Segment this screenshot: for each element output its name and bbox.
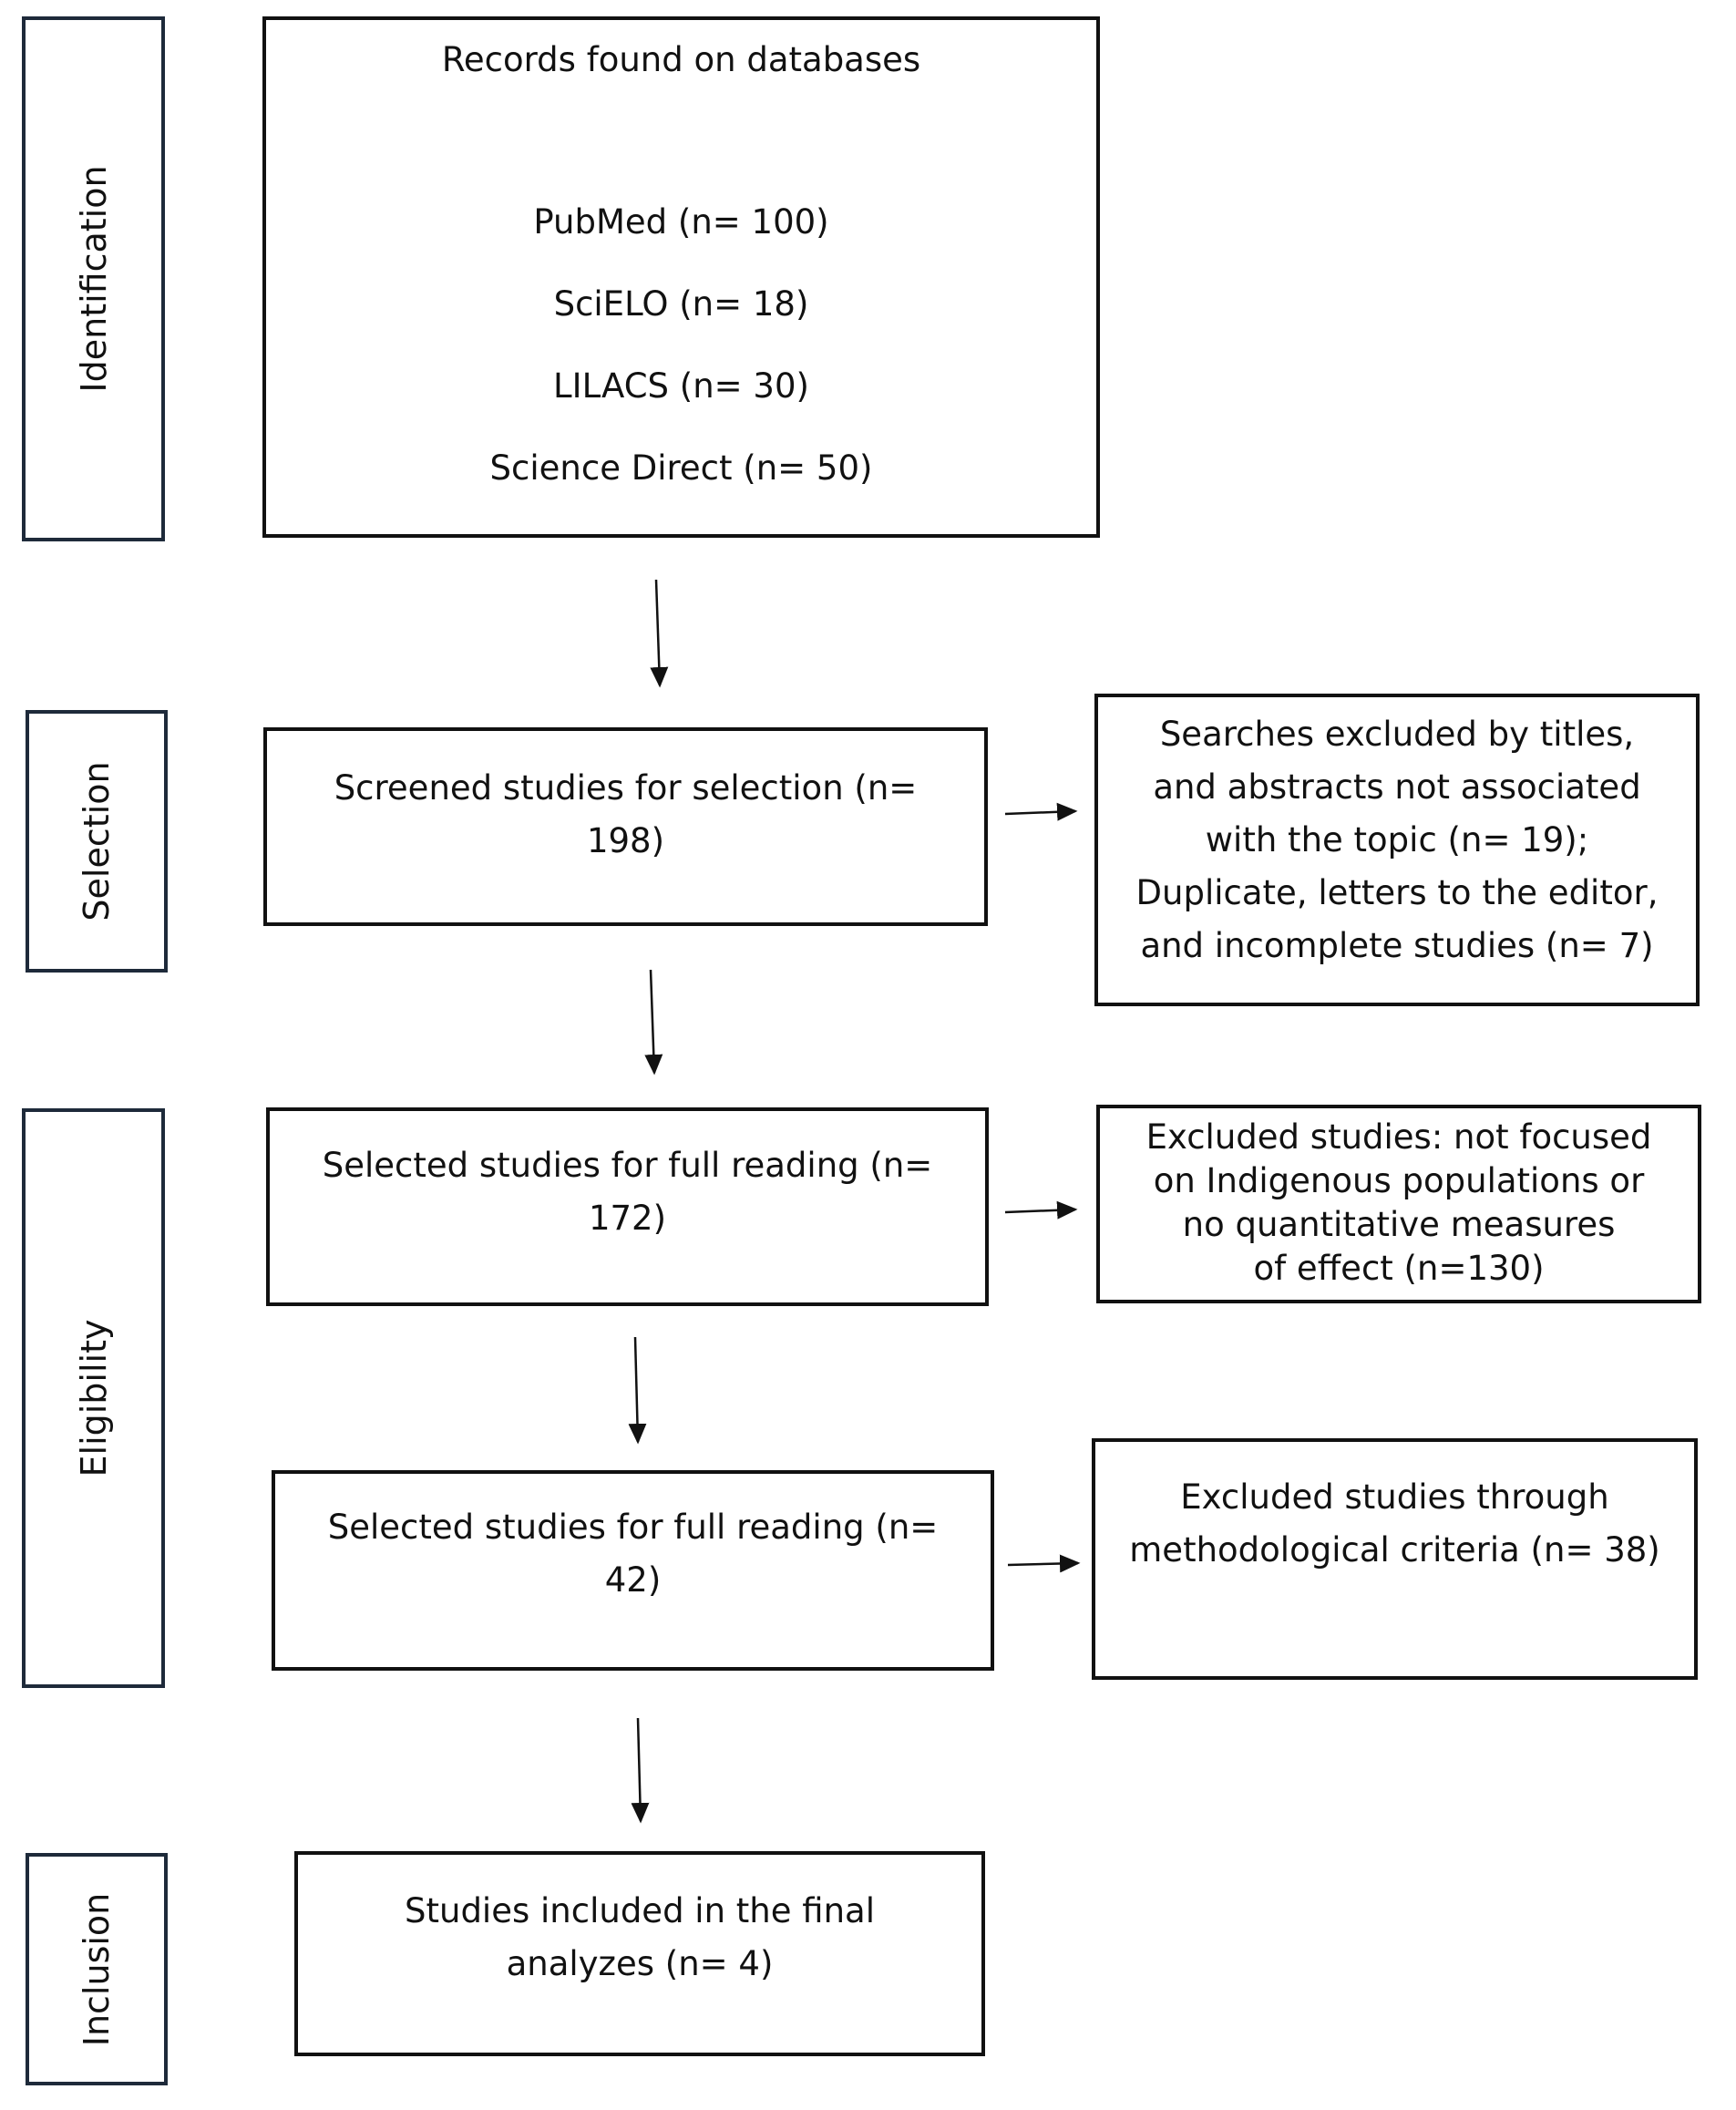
excluded-titles-line-2: and abstracts not associated	[1153, 767, 1641, 807]
excluded-titles-box: Searches excluded by titles, and abstrac…	[1094, 694, 1700, 1006]
screened-line-2: 198)	[586, 821, 665, 860]
excluded-method-line-2: methodological criteria (n= 38)	[1129, 1530, 1660, 1570]
full-reading-172-text: Selected studies for full reading (n= 17…	[270, 1139, 985, 1245]
stage-eligibility: Eligibility	[22, 1108, 165, 1688]
arrow-full-reading-to-full-reading	[628, 1336, 647, 1445]
excluded-titles-line-3: with the topic (n= 19);	[1205, 820, 1589, 859]
arrow-full-reading-to-excluded-focus	[1004, 1200, 1078, 1220]
full-reading-172-box: Selected studies for full reading (n= 17…	[266, 1107, 989, 1306]
full-reading-42-line-2: 42)	[604, 1560, 662, 1600]
excluded-focus-line-4: of effect (n=130)	[1253, 1249, 1545, 1288]
stage-inclusion: Inclusion	[26, 1853, 168, 2085]
excluded-focus-text: Excluded studies: not focused on Indigen…	[1100, 1116, 1698, 1291]
full-reading-172-line-1: Selected studies for full reading (n=	[322, 1146, 933, 1185]
source-pubmed: PubMed (n= 100)	[533, 202, 829, 242]
arrow-records-to-screened	[650, 579, 669, 688]
excluded-focus-line-1: Excluded studies: not focused	[1145, 1117, 1652, 1157]
stage-selection: Selection	[26, 710, 168, 973]
screened-line-1: Screened studies for selection (n=	[334, 768, 918, 808]
screened-studies-text: Screened studies for selection (n= 198)	[267, 762, 984, 868]
full-reading-42-box: Selected studies for full reading (n= 42…	[272, 1470, 994, 1671]
excluded-method-box: Excluded studies through methodological …	[1092, 1438, 1698, 1680]
full-reading-172-line-2: 172)	[588, 1199, 667, 1238]
arrow-screened-to-excluded	[1004, 802, 1078, 821]
excluded-focus-line-2: on Indigenous populations or	[1153, 1161, 1645, 1200]
arrow-full-reading-to-excluded-method	[1007, 1554, 1081, 1573]
excluded-titles-line-1: Searches excluded by titles,	[1159, 715, 1635, 754]
included-line-1: Studies included in the final	[405, 1891, 875, 1930]
source-scielo: SciELO (n= 18)	[553, 284, 809, 324]
included-studies-text: Studies included in the final analyzes (…	[298, 1885, 981, 1991]
excluded-titles-line-5: and incomplete studies (n= 7)	[1140, 926, 1654, 965]
included-line-2: analyzes (n= 4)	[506, 1944, 774, 1983]
excluded-titles-text: Searches excluded by titles, and abstrac…	[1098, 708, 1696, 973]
full-reading-42-line-1: Selected studies for full reading (n=	[327, 1508, 939, 1547]
source-lilacs: LILACS (n= 30)	[553, 366, 809, 406]
excluded-focus-box: Excluded studies: not focused on Indigen…	[1096, 1105, 1701, 1303]
arrow-full-reading-to-included	[631, 1717, 650, 1824]
excluded-method-line-1: Excluded studies through	[1180, 1477, 1609, 1517]
full-reading-42-text: Selected studies for full reading (n= 42…	[275, 1501, 991, 1607]
excluded-focus-line-3: no quantitative measures	[1182, 1205, 1616, 1244]
source-science-direct: Science Direct (n= 50)	[489, 448, 873, 488]
records-found-title: Records found on databases	[441, 40, 921, 79]
excluded-titles-line-4: Duplicate, letters to the editor,	[1135, 873, 1659, 912]
records-found-box: Records found on databases PubMed (n= 10…	[262, 16, 1100, 538]
screened-studies-box: Screened studies for selection (n= 198)	[263, 727, 988, 926]
stage-identification: Identification	[22, 16, 165, 541]
excluded-method-text: Excluded studies through methodological …	[1095, 1471, 1694, 1577]
arrow-screened-to-full-reading	[644, 969, 663, 1076]
included-studies-box: Studies included in the final analyzes (…	[294, 1851, 985, 2056]
